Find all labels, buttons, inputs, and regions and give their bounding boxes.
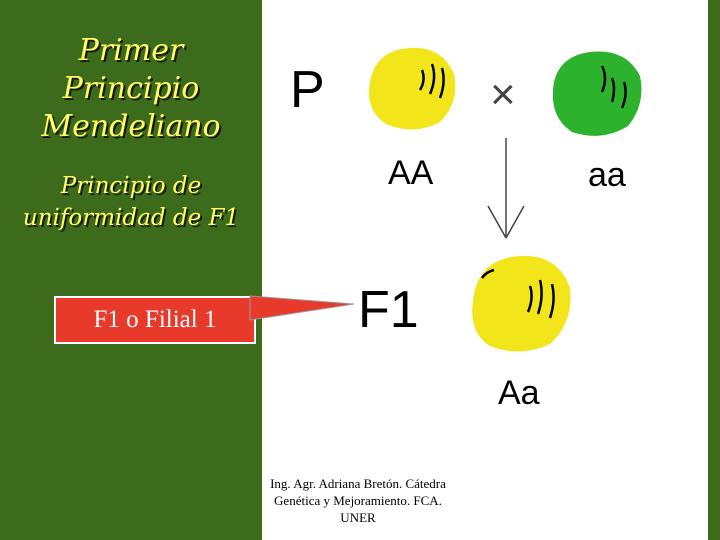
slide-subtitle: Principio de uniformidad de F1 [0, 170, 262, 234]
parent-generation-label: P [290, 61, 325, 119]
left-panel [0, 0, 262, 540]
offspring-pea-icon [472, 255, 571, 352]
slide-title: Primer Principio Mendeliano [0, 32, 262, 146]
credit-line-2: Genética y Mejoramiento. FCA. [274, 493, 442, 508]
credit-line-3: UNER [340, 510, 376, 525]
right-edge-strip [708, 0, 720, 540]
credit-line-1: Ing. Agr. Adriana Bretón. Cátedra [270, 476, 446, 491]
title-line-2: Principio [62, 71, 200, 106]
parent1-genotype: AA [388, 154, 434, 192]
cross-symbol: × [490, 70, 516, 119]
yellow-pea-icon [369, 47, 456, 130]
subtitle-line-2: uniformidad de F1 [22, 205, 240, 231]
down-arrow-icon [487, 138, 525, 239]
filial-label-box: F1 o Filial 1 [54, 296, 256, 344]
title-line-3: Mendeliano [41, 109, 221, 144]
callout-pointer [249, 295, 355, 321]
green-pea-icon [552, 51, 642, 136]
f1-genotype: Aa [498, 374, 540, 412]
parent2-genotype: aa [588, 156, 626, 194]
subtitle-line-1: Principio de [60, 173, 202, 199]
f1-generation-label: F1 [358, 281, 419, 339]
title-line-1: Primer [78, 33, 184, 68]
author-credit: Ing. Agr. Adriana Bretón. Cátedra Genéti… [258, 475, 458, 526]
